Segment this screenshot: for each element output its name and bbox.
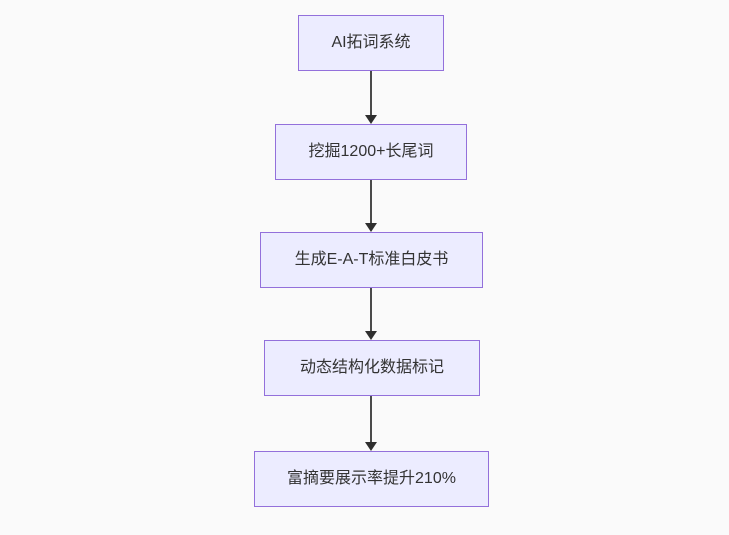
flow-node-3-label: 生成E-A-T标准白皮书: [294, 251, 449, 268]
flow-node-5-label: 富摘要展示率提升210%: [287, 470, 456, 487]
arrowhead-down-icon: [365, 331, 377, 340]
flow-node-5: 富摘要展示率提升210%: [254, 451, 489, 507]
flow-node-1-label: AI拓词系统: [331, 34, 411, 51]
flow-node-4: 动态结构化数据标记: [264, 340, 480, 396]
arrowhead-down-icon: [365, 115, 377, 124]
edge-line-4-5: [370, 396, 372, 443]
arrowhead-down-icon: [365, 223, 377, 232]
flow-node-2: 挖掘1200+长尾词: [275, 124, 467, 180]
flow-node-3: 生成E-A-T标准白皮书: [260, 232, 483, 288]
arrowhead-down-icon: [365, 442, 377, 451]
flow-node-2-label: 挖掘1200+长尾词: [308, 143, 434, 160]
flow-node-1: AI拓词系统: [298, 15, 444, 71]
edge-line-3-4: [370, 288, 372, 332]
edge-line-2-3: [370, 180, 372, 224]
edge-line-1-2: [370, 71, 372, 116]
flow-node-4-label: 动态结构化数据标记: [299, 359, 444, 376]
